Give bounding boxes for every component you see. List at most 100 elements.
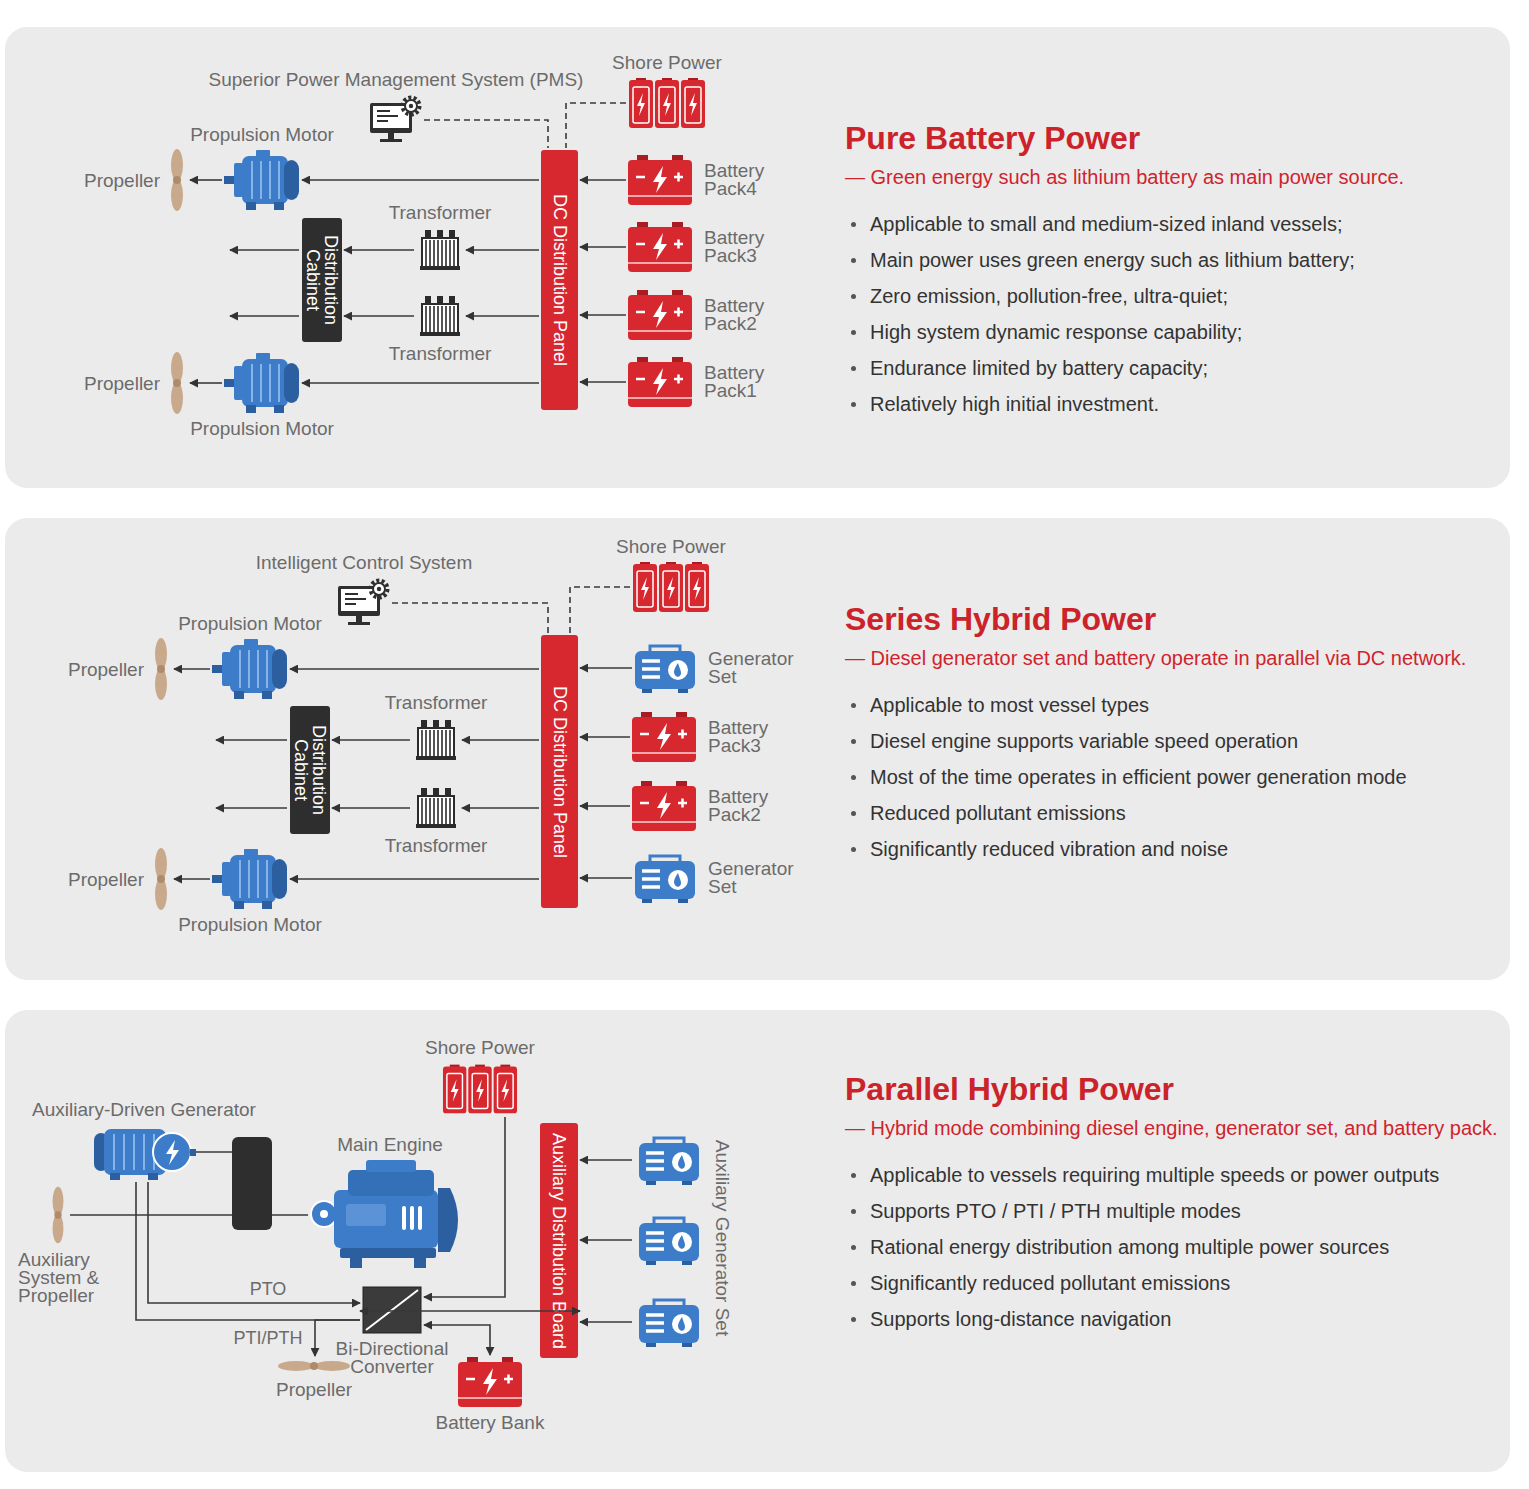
icon-part (636, 176, 645, 179)
component-label: Generator Set (708, 650, 800, 686)
icon-part (356, 616, 362, 622)
icon-group (628, 357, 692, 407)
icon-part (429, 730, 431, 756)
connector (424, 1117, 505, 1297)
connector (580, 877, 632, 879)
icon-part (437, 730, 439, 756)
icon-part (449, 296, 455, 304)
icon-part (667, 577, 675, 600)
connector (580, 1321, 632, 1323)
icon-part (672, 1314, 692, 1334)
icon-part (133, 1134, 135, 1170)
icon-part (418, 796, 454, 826)
label-wrap: Generator Set (708, 650, 800, 686)
shore-icon (632, 562, 710, 612)
icon-part (248, 650, 250, 688)
bullet-item: Significantly reduced vibration and nois… (845, 831, 1500, 867)
component-label: Shore Power (616, 537, 726, 556)
section-panel: Shore PowerAuxiliary-Driven GeneratorMai… (5, 1010, 1510, 1472)
icon-part (628, 330, 692, 332)
component-label: Generator Set (708, 860, 800, 896)
icon-part (433, 720, 439, 728)
rotated-wrap: Auxiliary Distribution Board (550, 1129, 568, 1352)
icon-part (659, 87, 675, 123)
icon-part (278, 1361, 314, 1371)
icon-part (363, 1287, 421, 1333)
label-wrap: Transformer (385, 693, 488, 712)
label-wrap: Battery Pack3 (708, 719, 780, 755)
connector (315, 1320, 360, 1356)
connector (424, 120, 548, 148)
icon-part (433, 306, 435, 332)
label-wrap: Auxiliary-Driven Generator (32, 1100, 256, 1119)
prop-component: Auxiliary System & Propeller (48, 1183, 68, 1247)
bullet-dot (851, 222, 856, 227)
icon-group (155, 848, 167, 910)
label-wrap: Battery Pack3 (704, 229, 776, 265)
connector (290, 668, 539, 670)
icon-part (234, 366, 243, 400)
icon-part (251, 364, 253, 402)
label-wrap: Shore Power (616, 537, 726, 556)
icon-group (416, 788, 456, 828)
rotated-wrap: Distribution Cabinet (292, 712, 328, 828)
icon-part (632, 717, 696, 762)
label-wrap: Propeller (84, 374, 160, 393)
icon-part (458, 1397, 522, 1399)
icon-part (672, 1152, 692, 1172)
bullet-dot (851, 258, 856, 263)
icon-part (239, 650, 241, 688)
icon-part (632, 752, 696, 754)
icon-part (633, 564, 657, 612)
icon-part (256, 150, 270, 158)
group-label: Auxiliary Generator Set (713, 1128, 732, 1348)
label-wrap: Propeller (68, 870, 144, 889)
connector (580, 1159, 632, 1161)
icon-part (284, 160, 299, 200)
bat-icon (628, 357, 692, 407)
icon-part (674, 173, 683, 182)
distribution-bar: Distribution Cabinet (302, 218, 342, 342)
connector (466, 249, 539, 251)
prop-component: Propeller (166, 149, 188, 211)
connector (580, 314, 626, 316)
component-label: Propeller (84, 171, 160, 190)
icon-part (646, 1343, 656, 1347)
icon-part (445, 306, 447, 332)
motor-icon (224, 353, 300, 413)
prop-icon (150, 638, 172, 700)
bullet-dot (851, 1173, 856, 1178)
icon-part (346, 1204, 386, 1226)
component-label: Propeller (84, 374, 160, 393)
connector (462, 807, 539, 809)
icon-part (447, 1073, 463, 1108)
icon-part (453, 306, 455, 332)
motor-component: Propulsion Motor (224, 150, 300, 210)
icon-part (641, 577, 649, 600)
label-wrap: Generator Set (708, 860, 800, 896)
icon-part (239, 860, 241, 898)
xfmr-icon (412, 786, 460, 830)
component-label: Battery Pack3 (708, 719, 780, 755)
icon-part (266, 860, 268, 898)
icon-part (425, 296, 431, 304)
connector (580, 381, 626, 383)
bullet-item: Zero emission, pollution-free, ultra-qui… (845, 278, 1500, 314)
icon-group (311, 1160, 458, 1268)
xfmr-component: Transformer (412, 718, 460, 762)
icon-part (429, 798, 431, 824)
icon-part (646, 1153, 664, 1169)
icon-part (348, 622, 370, 625)
icon-part (682, 1181, 692, 1185)
bullet-item: Main power uses green energy such as lit… (845, 242, 1500, 278)
connector (580, 805, 630, 807)
icon-part (663, 571, 679, 607)
outgoing-feeder (230, 249, 299, 251)
icon-part (421, 798, 423, 824)
icon-part (173, 379, 181, 387)
icon-part (636, 378, 645, 381)
generator-group: Auxiliary Generator Set (634, 1125, 746, 1350)
icon-part (421, 720, 427, 728)
icon-group (629, 78, 705, 128)
icon-part (637, 93, 645, 116)
